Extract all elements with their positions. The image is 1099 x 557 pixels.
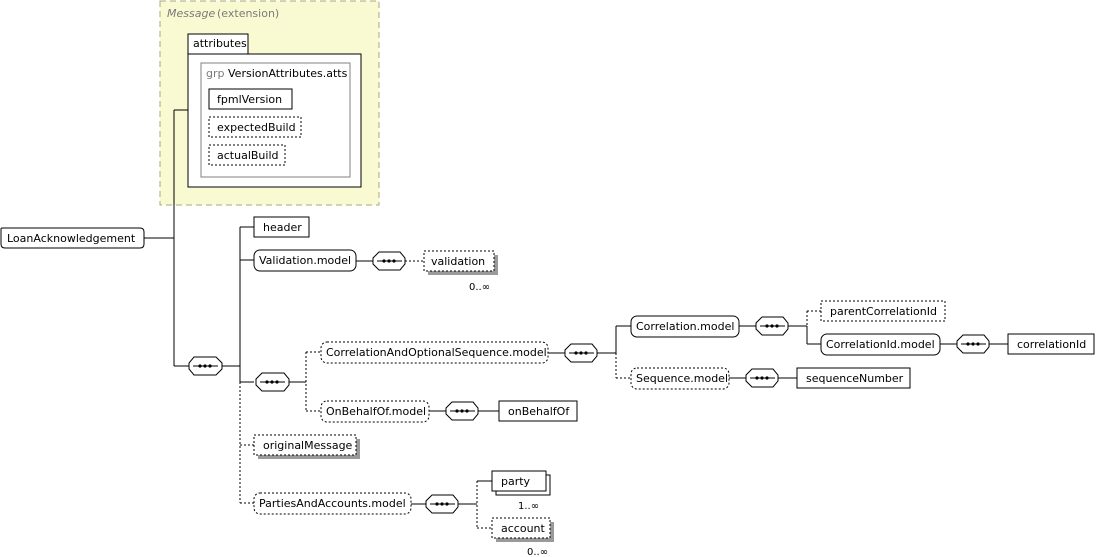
group-sequence-model-label: Sequence.model	[636, 372, 728, 385]
group-correlation-id-model[interactable]: CorrelationId.model	[820, 333, 941, 356]
sequence-compositor-correlation[interactable]	[755, 316, 789, 336]
extension-kind-label: (extension)	[217, 7, 279, 20]
element-correlation-id-label: correlationId	[1017, 338, 1086, 351]
connectors	[144, 109, 1008, 529]
group-validation-model-label: Validation.model	[259, 254, 351, 267]
group-name-label: VersionAttributes.atts	[228, 67, 348, 80]
element-validation[interactable]: validation 0..∞	[423, 250, 498, 293]
group-correlation-optional-sequence-model[interactable]: CorrelationAndOptionalSequence.model	[320, 341, 549, 364]
group-on-behalf-of-model-label: OnBehalfOf.model	[326, 405, 426, 418]
extension-base-label: Message	[167, 7, 215, 20]
group-on-behalf-of-model[interactable]: OnBehalfOf.model	[320, 400, 430, 423]
attr-fpml-version[interactable]: fpmlVersion	[208, 88, 293, 110]
sequence-compositor-main[interactable]	[188, 356, 223, 376]
sequence-compositor-correlation-id[interactable]	[956, 334, 990, 354]
group-parties-and-accounts-model[interactable]: PartiesAndAccounts.model	[253, 492, 412, 515]
element-validation-label: validation	[431, 255, 485, 268]
element-party-label: party	[501, 475, 531, 488]
element-party[interactable]: party 1..∞	[491, 470, 551, 512]
sequence-compositor-correlation-choice[interactable]	[255, 372, 290, 392]
group-parties-and-accounts-model-label: PartiesAndAccounts.model	[259, 497, 406, 510]
attr-actual-build-label: actualBuild	[217, 149, 278, 162]
attr-expected-build[interactable]: expectedBuild	[208, 116, 302, 138]
sequence-compositor-parties-accounts[interactable]	[425, 494, 459, 514]
element-original-message-label: originalMessage	[263, 439, 353, 452]
element-header[interactable]: header	[253, 216, 310, 238]
group-correlation-id-model-label: CorrelationId.model	[826, 338, 935, 351]
sequence-compositor-sequence[interactable]	[745, 368, 779, 388]
element-on-behalf-of[interactable]: onBehalfOf	[498, 400, 578, 422]
element-account-label: account	[501, 522, 546, 535]
validation-occurs-label: 0..∞	[469, 282, 490, 293]
sequence-compositor-on-behalf-of[interactable]	[445, 401, 479, 421]
element-on-behalf-of-label: onBehalfOf	[508, 405, 570, 418]
group-correlation-model-label: Correlation.model	[636, 320, 734, 333]
group-sequence-model[interactable]: Sequence.model	[630, 367, 730, 390]
attr-fpml-version-label: fpmlVersion	[217, 93, 282, 106]
element-parent-correlation-id[interactable]: parentCorrelationId	[820, 300, 946, 322]
sequence-compositor-correlation-optional[interactable]	[564, 343, 598, 363]
group-prefix-label: grp	[206, 67, 225, 80]
element-original-message[interactable]: originalMessage	[253, 434, 360, 459]
group-correlation-model[interactable]: Correlation.model	[630, 315, 740, 338]
sequence-compositor-validation[interactable]	[372, 251, 406, 271]
account-occurs-label: 0..∞	[527, 547, 548, 557]
attributes-tab-label: attributes	[193, 37, 247, 50]
element-sequence-number[interactable]: sequenceNumber	[796, 367, 911, 389]
root-element-label: LoanAcknowledgement	[7, 232, 136, 245]
element-header-label: header	[263, 221, 302, 234]
attr-expected-build-label: expectedBuild	[217, 121, 296, 134]
element-correlation-id[interactable]: correlationId	[1007, 333, 1095, 355]
group-correlation-optional-sequence-model-label: CorrelationAndOptionalSequence.model	[326, 346, 547, 359]
party-occurs-label: 1..∞	[518, 501, 539, 512]
element-account[interactable]: account 0..∞	[491, 517, 554, 557]
root-element-loan-acknowledgement[interactable]: LoanAcknowledgement	[0, 227, 145, 249]
group-validation-model[interactable]: Validation.model	[253, 249, 357, 272]
element-parent-correlation-id-label: parentCorrelationId	[830, 305, 937, 318]
element-sequence-number-label: sequenceNumber	[806, 372, 904, 385]
attr-actual-build[interactable]: actualBuild	[208, 144, 286, 166]
